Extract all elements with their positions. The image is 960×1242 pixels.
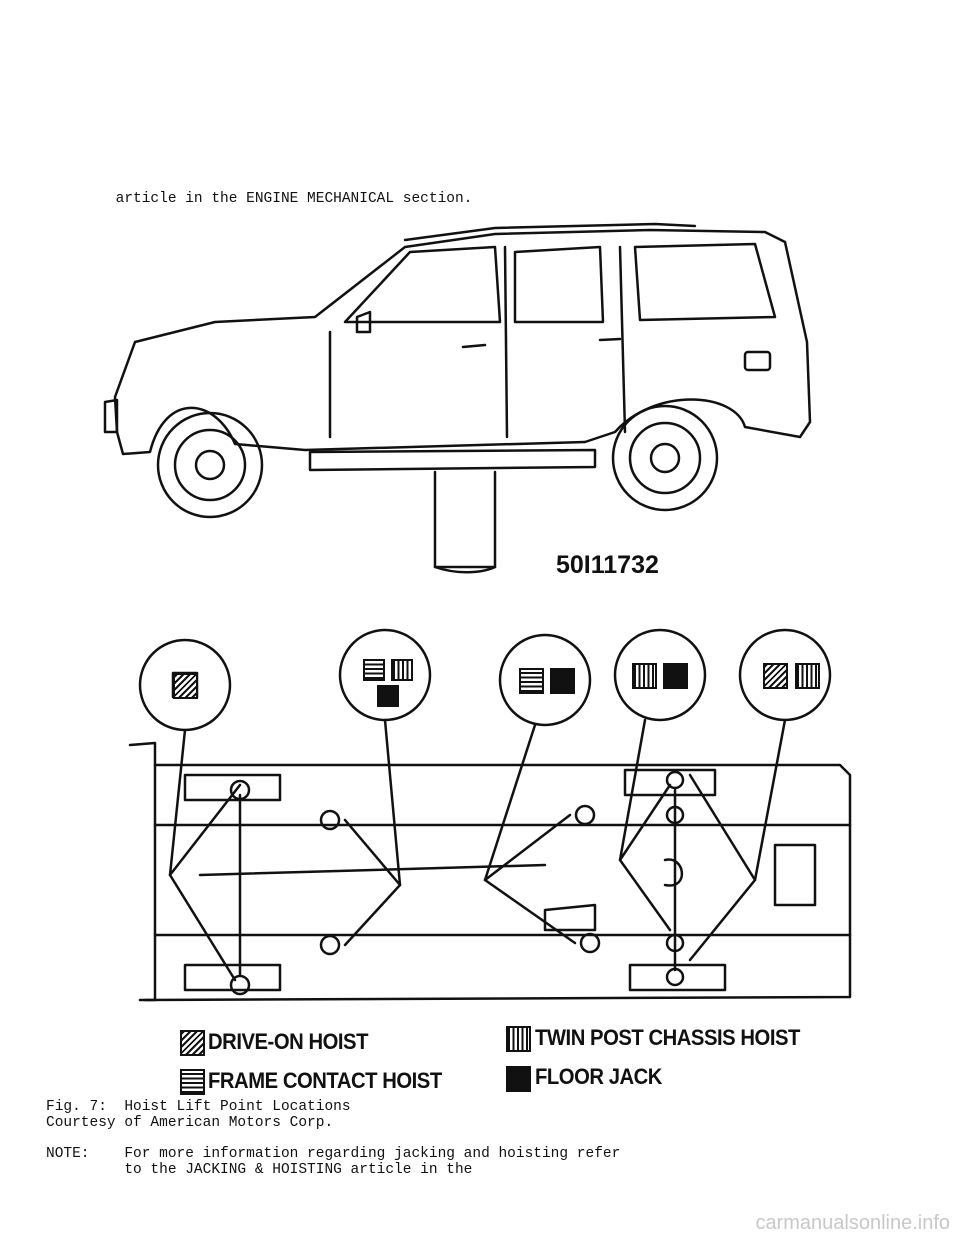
chassis-lift-points-diagram [128,628,852,1002]
callout-swatch-floor-jack [377,685,399,707]
vehicle-side-view-drawing [103,222,812,574]
watermark: carmanualsonline.info [755,1212,950,1234]
callout-swatch-floor-jack-2 [550,668,575,694]
legend-twin-post: TWIN POST CHASSIS HOIST [535,1025,800,1050]
callout-swatch-twin-post [391,659,413,681]
note-text: NOTE: For more information regarding jac… [46,1146,620,1178]
callout-swatch-drive-on-2 [763,663,788,689]
note-line-1: NOTE: For more information regarding jac… [46,1146,621,1162]
callout-swatch-twin-post-2 [632,663,657,689]
legend-swatch-frame-contact [180,1069,205,1095]
note-line-2: to the JACKING & HOISTING article in the [46,1162,473,1178]
callout-swatch-frame-contact-2 [519,668,544,694]
callout-frame-floor [498,633,592,727]
callout-twin-floor [613,628,707,722]
legend-frame-contact: FRAME CONTACT HOIST [208,1068,442,1093]
legend-drive-on: DRIVE-ON HOIST [208,1029,368,1054]
legend-swatch-twin-post [506,1026,531,1052]
callout-swatch-floor-jack-3 [663,663,688,689]
legend-swatch-floor-jack [506,1066,531,1092]
top-text-line: article in the ENGINE MECHANICAL section… [46,191,473,207]
legend-swatch-drive-on [180,1030,205,1056]
callout-swatch-twin-post-3 [795,663,820,689]
callout-swatch-frame-contact [363,659,385,681]
figure-id: 50I11732 [556,551,659,579]
figure-caption: Fig. 7: Hoist Lift Point Locations Court… [46,1099,351,1131]
caption-line-1: Fig. 7: Hoist Lift Point Locations [46,1099,351,1115]
callout-swatch-drive-on [173,673,198,699]
legend-floor-jack: FLOOR JACK [535,1064,662,1089]
caption-line-2: Courtesy of American Motors Corp. [46,1115,334,1131]
